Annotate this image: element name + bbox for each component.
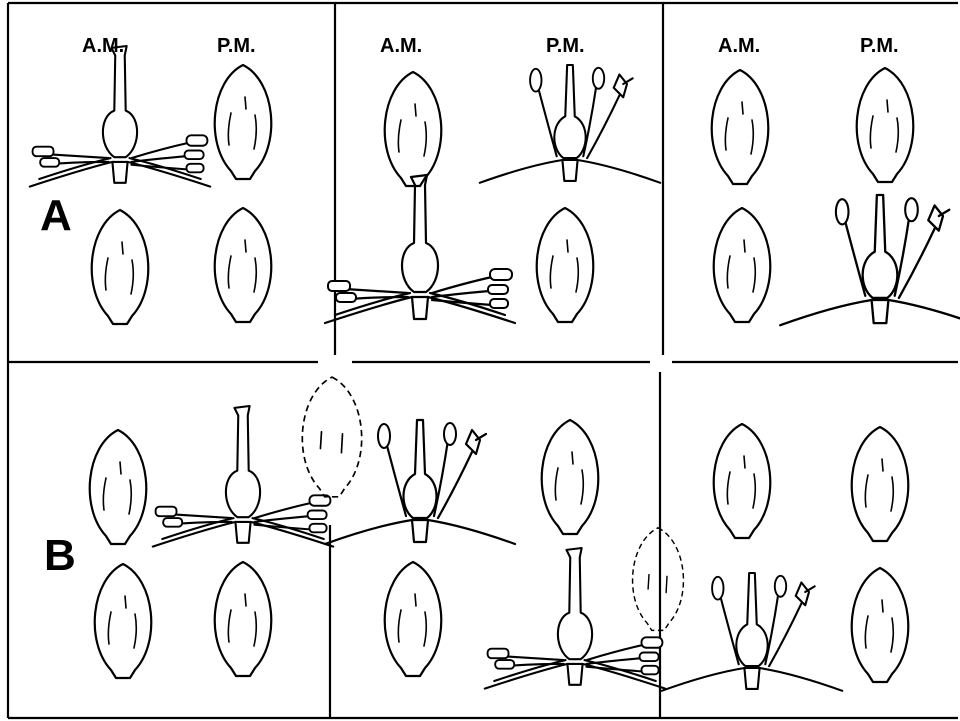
petal-b1-bottom-right: [215, 562, 272, 676]
pm-flower-a3: [780, 195, 960, 325]
am-header-col1: A.M.: [82, 35, 124, 57]
petal-b2-dashed: [633, 528, 684, 631]
petal-b3-bottom: [852, 568, 909, 682]
petal-b1-dashed: [302, 377, 361, 497]
petal-b1-left: [90, 430, 147, 544]
petal-b1-bottom-left: [95, 564, 152, 678]
am-flower-b1: [153, 406, 334, 547]
pm-header-col3: P.M.: [860, 35, 899, 57]
panel-b-drawings: [90, 377, 909, 691]
am-header-col2: A.M.: [380, 35, 422, 57]
petal-a3-pm: [857, 68, 914, 182]
petal-a1-bottom-left: [92, 210, 149, 324]
am-flower-a1: [30, 46, 211, 187]
petal-b2-bottom: [385, 562, 442, 676]
pm-flower-b3: [662, 573, 843, 691]
column-headers: A.M. P.M. A.M. P.M. A.M. P.M.: [82, 35, 899, 57]
panel-a-drawings: [30, 46, 960, 325]
am-header-col3: A.M.: [718, 35, 760, 57]
am-flower-b2: [485, 548, 666, 689]
petal-a1-bottom-right: [215, 208, 272, 322]
petal-b2-right: [542, 420, 599, 534]
petal-a2-am: [385, 72, 442, 186]
petal-b3-pm: [852, 427, 909, 541]
pm-header-col1: P.M.: [217, 35, 256, 57]
petal-b3-am: [714, 424, 771, 538]
pm-flower-a2: [480, 65, 661, 183]
pm-flower-b2: [325, 420, 515, 544]
petal-a2-pm-bottom: [537, 208, 594, 322]
petal-a1-pm: [215, 65, 272, 179]
pm-header-col2: P.M.: [546, 35, 585, 57]
panel-label-a: A: [40, 191, 72, 240]
petal-a3-am: [712, 70, 769, 184]
petal-a3-am-bottom: [714, 208, 771, 322]
am-flower-a2: [325, 175, 515, 323]
panel-label-b: B: [44, 531, 76, 580]
